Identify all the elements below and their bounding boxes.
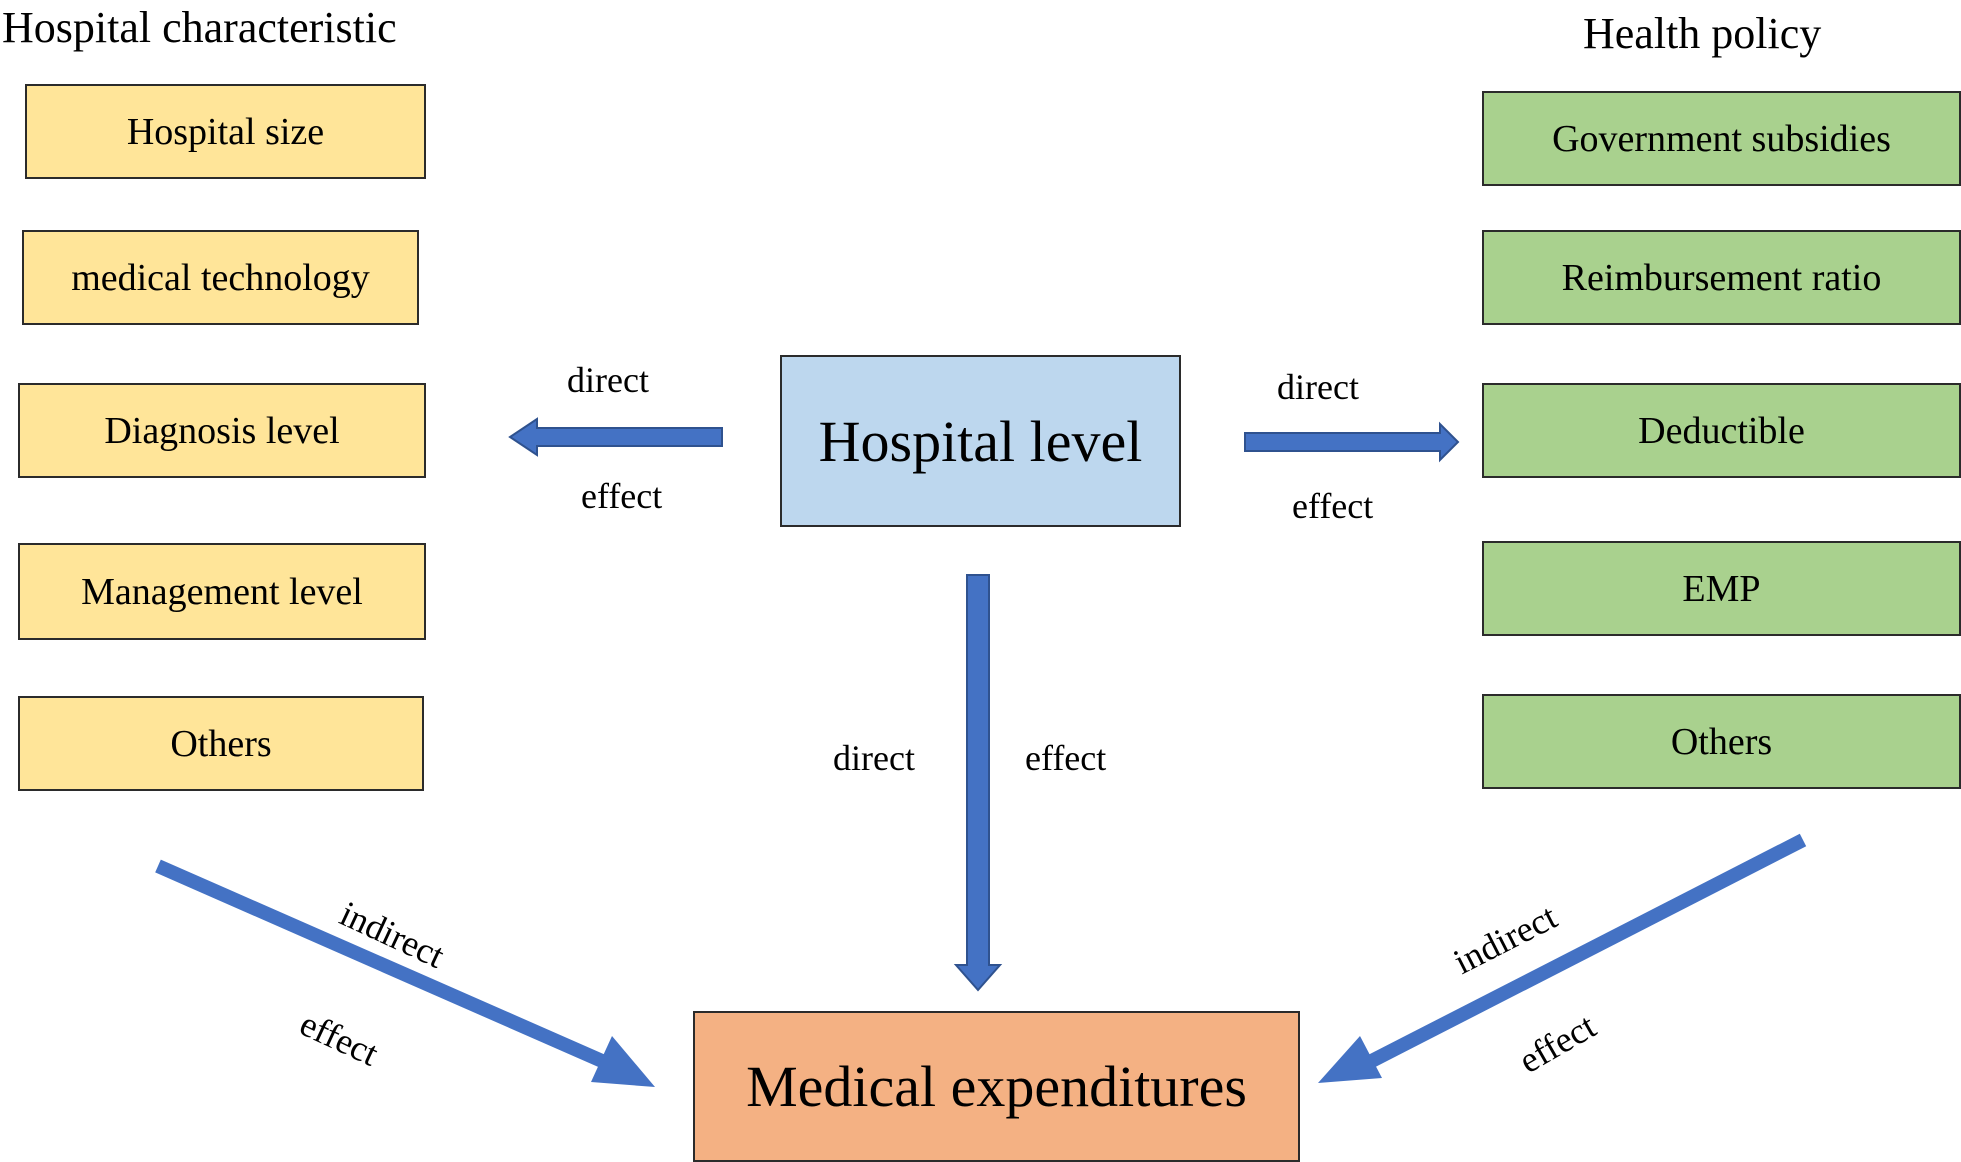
right-group-title: Health policy [1583,9,1822,58]
deductible-box: Deductible [1482,383,1961,478]
right-others-box: Others [1482,694,1961,789]
arrow-center-to-right [1244,421,1460,463]
medical-expenditures-box: Medical expenditures [693,1011,1300,1162]
arrow-center-to-outcome [953,574,1003,992]
right-direct-label: direct [1277,367,1359,407]
hospital-size-box: Hospital size [25,84,426,179]
arrow-right-indirect [1318,833,1807,1083]
left-group-title: Hospital characteristic [2,3,397,52]
left-effect-label: effect [581,476,663,516]
down-direct-label: direct [833,738,915,778]
emp-box: EMP [1482,541,1961,636]
hospital-level-box: Hospital level [780,355,1181,527]
government-subsidies-box: Government subsidies [1482,91,1961,186]
arrow-center-to-left [508,417,723,457]
right-effect-label: effect [1292,486,1374,526]
left-direct-label: direct [567,360,649,400]
reimbursement-ratio-box: Reimbursement ratio [1482,230,1961,325]
left-others-box: Others [18,696,424,791]
diagnosis-level-box: Diagnosis level [18,383,426,478]
arrow-left-indirect [155,859,655,1087]
medical-technology-box: medical technology [22,230,419,325]
management-level-box: Management level [18,543,426,640]
down-effect-label: effect [1025,738,1107,778]
